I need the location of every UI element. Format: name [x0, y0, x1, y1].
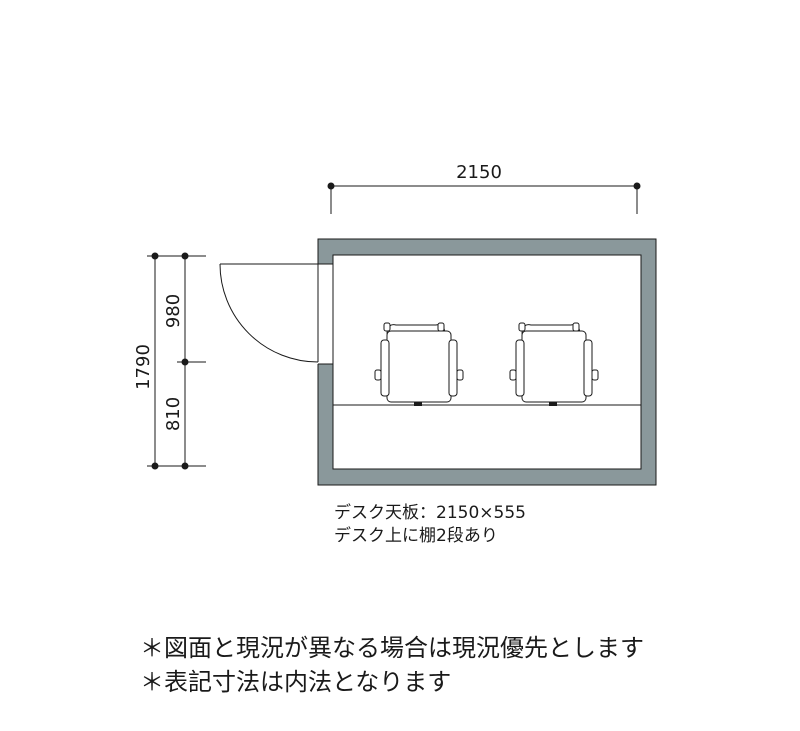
door	[219, 263, 319, 363]
depth-dimension: 1790 980 810	[133, 252, 206, 470]
depth-total-label: 1790	[133, 344, 154, 390]
room-walls	[317, 238, 657, 486]
chair-right	[509, 322, 599, 406]
desk-shelf-note: デスク上に棚2段あり	[334, 526, 498, 546]
depth-upper-label: 980	[163, 294, 184, 328]
chair-left	[374, 322, 464, 406]
remark-current-priority: ＊図面と現況が異なる場合は現況優先とします	[140, 634, 644, 662]
remark-inner-dimensions: ＊表記寸法は内法となります	[140, 668, 452, 696]
desk-top-note: デスク天板：2150×555	[334, 503, 526, 523]
width-label: 2150	[456, 162, 502, 183]
width-dimension: 2150	[327, 162, 641, 214]
depth-lower-label: 810	[163, 397, 184, 431]
